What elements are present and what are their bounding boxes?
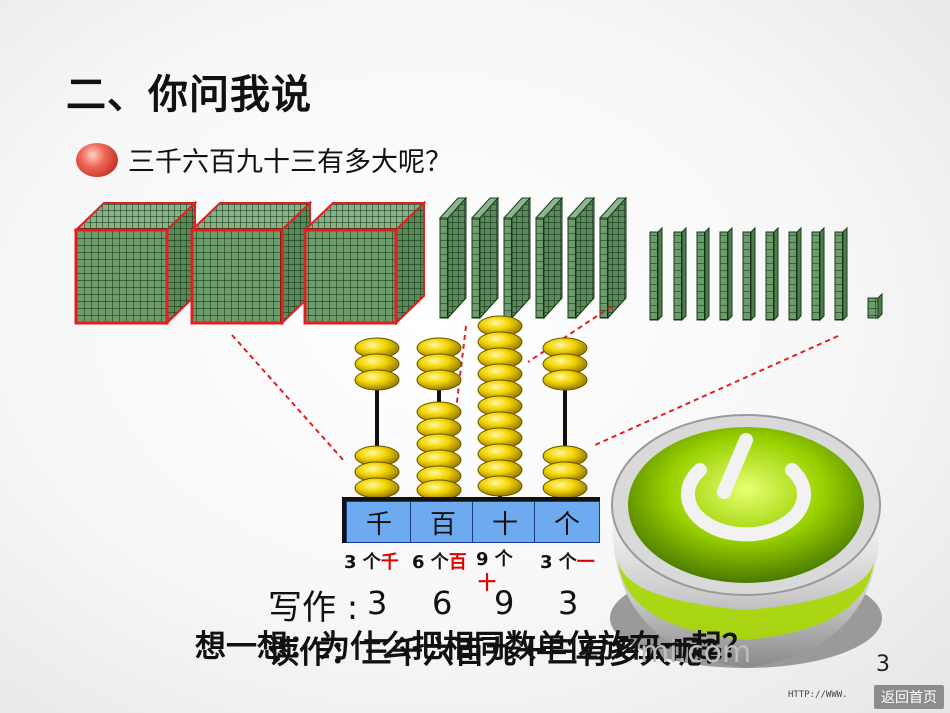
abacus-beads-hundreds	[416, 337, 462, 501]
place-label-text: 百	[429, 509, 456, 540]
place-label-hundreds: 百	[410, 501, 476, 543]
count-tens: 9 个十	[476, 549, 513, 594]
place-label-tens: 十	[472, 501, 538, 543]
ten-rods	[649, 226, 848, 322]
written-digit-thousands: 3	[367, 584, 388, 622]
hundred-flats	[438, 196, 628, 320]
thousand-cube	[302, 200, 427, 326]
written-label: 写作 :	[268, 588, 359, 628]
count-hundreds: 6 个百	[412, 552, 467, 573]
thousand-cube	[73, 200, 198, 326]
place-label-text: 个	[553, 509, 580, 540]
abacus-beads-tens	[477, 315, 523, 497]
place-label-thousands: 千	[346, 501, 412, 543]
question-text: 三千六百九十三有多大呢？	[128, 147, 452, 178]
watermark-text: mi.com	[640, 635, 752, 670]
page-number: 3	[876, 652, 890, 677]
dashed-connectors	[231, 305, 839, 463]
prompt-read-text: 读作：三千六百九十三有多大呢？	[268, 635, 733, 671]
written-digit-tens: 9	[494, 584, 515, 622]
place-label-text: 千	[365, 509, 392, 540]
one-unit	[867, 292, 883, 320]
place-label-text: 十	[491, 509, 518, 540]
thousand-cube	[189, 200, 313, 326]
power-button-icon	[610, 414, 882, 668]
count-ones: 3 个一	[540, 552, 595, 573]
place-label-ones: 个	[534, 501, 600, 543]
prompt-think-text: 想一想：为什么把相同数单位放在一起？	[195, 629, 753, 665]
written-digit-hundreds: 6	[432, 584, 453, 622]
abacus-beads-ones	[542, 337, 588, 499]
page-title: 二、你问我说	[66, 72, 312, 118]
return-home-button[interactable]: 返回首页	[874, 685, 944, 709]
url-badge: HTTP://WWW.	[788, 690, 848, 700]
written-digit-ones: 3	[558, 584, 579, 622]
red-ball-icon	[76, 143, 118, 177]
count-thousands: 3 个千	[344, 552, 399, 573]
abacus-beads-thousands	[354, 337, 400, 499]
